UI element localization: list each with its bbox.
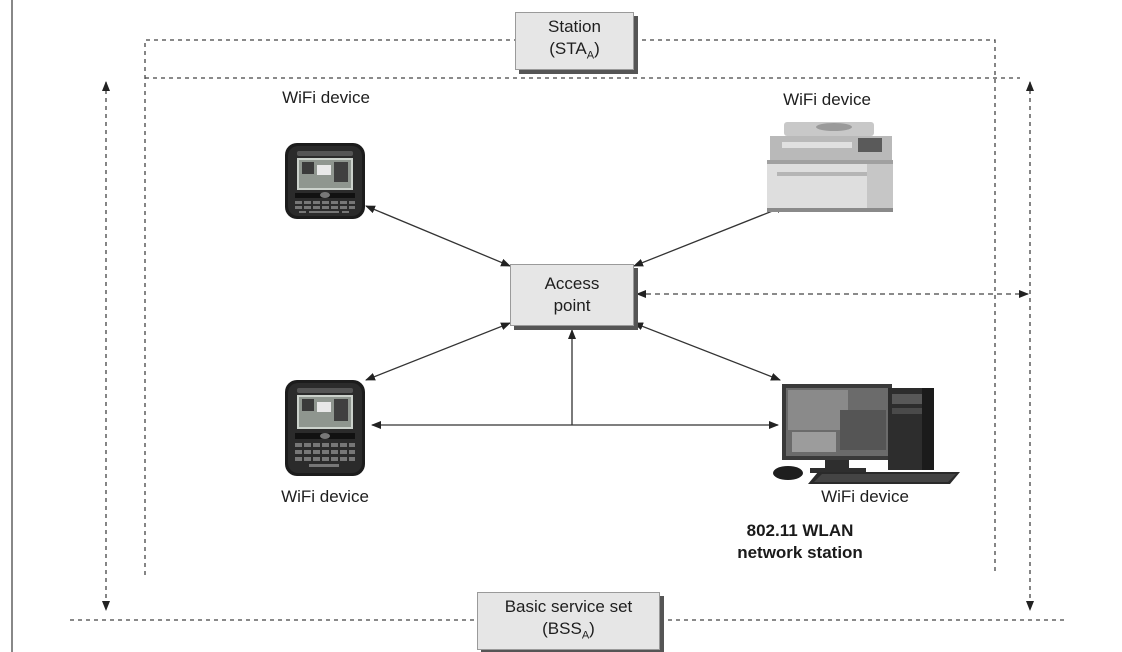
station-boundary-right: [634, 39, 996, 575]
bss-box: Basic service set (BSSA): [477, 592, 660, 650]
link-bottomright-ap: [633, 322, 781, 381]
station-id: (STAA): [549, 38, 599, 66]
access-point-label-line2: point: [553, 296, 591, 315]
device-label-top-right: WiFi device: [783, 90, 871, 109]
link-topright-ap: [633, 205, 786, 267]
smartphone-icon: [285, 380, 365, 476]
station-id-sub: A: [586, 49, 595, 62]
device-label-bottom-left: WiFi device: [281, 487, 369, 506]
access-point-box: Access point: [510, 264, 634, 326]
station-label: Station: [548, 16, 601, 36]
station-boundary: [144, 39, 515, 575]
station-id-main: (STA: [549, 38, 587, 58]
bss-id: (BSSA): [542, 618, 595, 646]
wlan-caption-line1: 802.11 WLAN: [746, 521, 854, 540]
device-label-bottom-right: WiFi device: [821, 487, 909, 506]
link-bottomleft-ap: [365, 322, 511, 381]
smartphone-icon: [285, 143, 365, 219]
wlan-caption-line2: network station: [737, 543, 863, 562]
printer-icon: [767, 122, 893, 212]
bss-id-end: ): [589, 618, 595, 638]
link-topleft-ap: [365, 205, 511, 267]
station-box: Station (STAA): [515, 12, 634, 70]
bss-id-main: (BSS: [542, 618, 582, 638]
wlan-station-caption: 802.11 WLAN network station: [715, 520, 885, 564]
device-label-top-left: WiFi device: [282, 88, 370, 107]
desktop-computer-icon: [773, 384, 960, 484]
access-point-label-line1: Access: [544, 274, 600, 293]
bss-id-sub: A: [581, 629, 590, 642]
bss-label: Basic service set: [504, 596, 633, 616]
station-id-end: ): [594, 38, 600, 58]
